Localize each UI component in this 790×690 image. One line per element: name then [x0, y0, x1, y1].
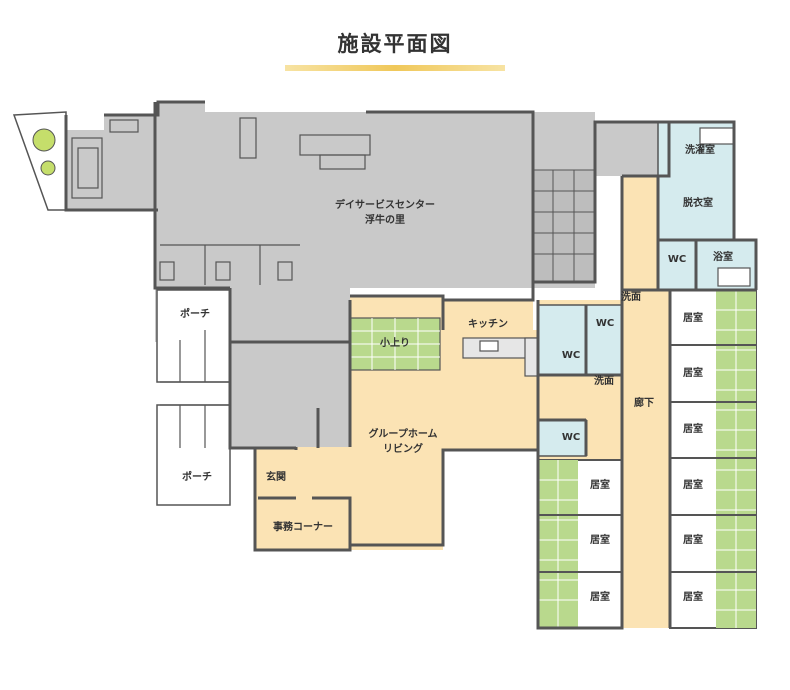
title-underline: [285, 65, 505, 71]
label-room-r2: 居室: [683, 366, 703, 379]
label-living-sub: リビング: [383, 442, 423, 455]
label-living: グループホーム: [368, 427, 437, 440]
label-office: 事務コーナー: [273, 520, 333, 533]
label-room-r5: 居室: [683, 533, 703, 546]
washing-machine-icon: [699, 127, 735, 145]
label-room-r4: 居室: [683, 478, 703, 491]
label-senmen-2: 洗面: [594, 374, 614, 387]
label-porch-lower: ポーチ: [182, 470, 212, 483]
label-room-l3: 居室: [590, 590, 610, 603]
plant-icon: [32, 128, 56, 152]
label-genkan: 玄関: [266, 470, 286, 483]
label-laundry: 洗濯室: [685, 143, 715, 156]
label-koagari: 小上り: [379, 336, 410, 349]
label-wc-3: WC: [562, 432, 580, 443]
label-room-r1: 居室: [683, 311, 703, 324]
plant-icon: [40, 160, 56, 176]
kitchen-counter: [462, 337, 540, 377]
room-labels: デイサービスセンター 浮牛の里 ポーチ ポーチ 小上り キッチン グループホーム…: [180, 143, 733, 603]
label-wc-2: WC: [562, 350, 580, 361]
label-bath: 浴室: [713, 250, 733, 263]
label-corridor: 廊下: [634, 396, 654, 409]
label-day-service-sub: 浮牛の里: [365, 213, 405, 226]
day-service-fixtures: [71, 117, 371, 285]
porch-steps: [160, 330, 230, 448]
label-day-service: デイサービスセンター: [335, 198, 435, 211]
label-kitchen: キッチン: [468, 318, 508, 330]
label-room-l1: 居室: [590, 478, 610, 491]
walls: [64, 100, 758, 630]
day-service-grid: [532, 169, 596, 283]
label-room-r6: 居室: [683, 590, 703, 603]
porch-areas: [156, 289, 231, 506]
bathtub-icon: [717, 267, 751, 287]
left-bedroom-column: [537, 459, 623, 629]
koagari-tatami: [349, 317, 441, 371]
label-wc-1: WC: [596, 318, 614, 329]
label-senmen-1: 洗面: [621, 290, 641, 303]
label-dressing: 脱衣室: [683, 196, 713, 209]
label-room-r3: 居室: [683, 422, 703, 435]
page-title: 施設平面図: [337, 31, 453, 56]
day-service-area: [66, 102, 669, 448]
label-porch-upper: ポーチ: [180, 307, 210, 320]
right-bedroom-column: [669, 289, 757, 629]
entrance-wedge: [12, 111, 67, 211]
label-wc-4: WC: [668, 254, 686, 265]
label-room-l2: 居室: [590, 533, 610, 546]
